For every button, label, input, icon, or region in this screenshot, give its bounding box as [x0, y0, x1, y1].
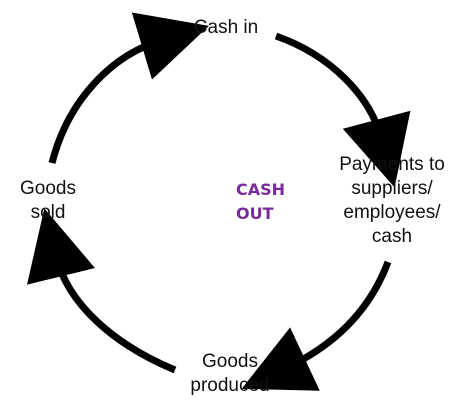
node-payments-line-3: employees/ [343, 202, 441, 223]
node-goods-produced: Goods produced [172, 350, 288, 398]
arrow-goods-produced-to-goods-sold [27, 208, 177, 374]
cash-out-label: CASH OUT [236, 178, 346, 226]
node-goods-produced-line-1: Goods [202, 351, 258, 372]
arrow-goods-sold-to-cashin [48, 12, 209, 164]
node-payments: Payments to suppliers/ employees/ cash [318, 153, 465, 249]
node-goods-sold-line-2: sold [30, 202, 66, 223]
node-cash-in-text: Cash in [193, 17, 259, 38]
node-cash-in: Cash in [168, 16, 284, 40]
arrow-cashin-to-payments [274, 32, 411, 188]
cash-out-line-2: OUT [236, 204, 274, 223]
node-goods-sold: Goods sold [0, 177, 96, 225]
cash-out-line-1: CASH [236, 180, 286, 199]
arrow-payments-to-goods-produced [241, 260, 392, 391]
node-goods-sold-line-1: Goods [20, 178, 76, 199]
node-payments-line-4: cash [371, 226, 413, 247]
node-goods-produced-line-2: produced [190, 375, 270, 396]
node-payments-line-1: Payments to [339, 154, 445, 175]
node-payments-line-2: suppliers/ [351, 178, 433, 199]
